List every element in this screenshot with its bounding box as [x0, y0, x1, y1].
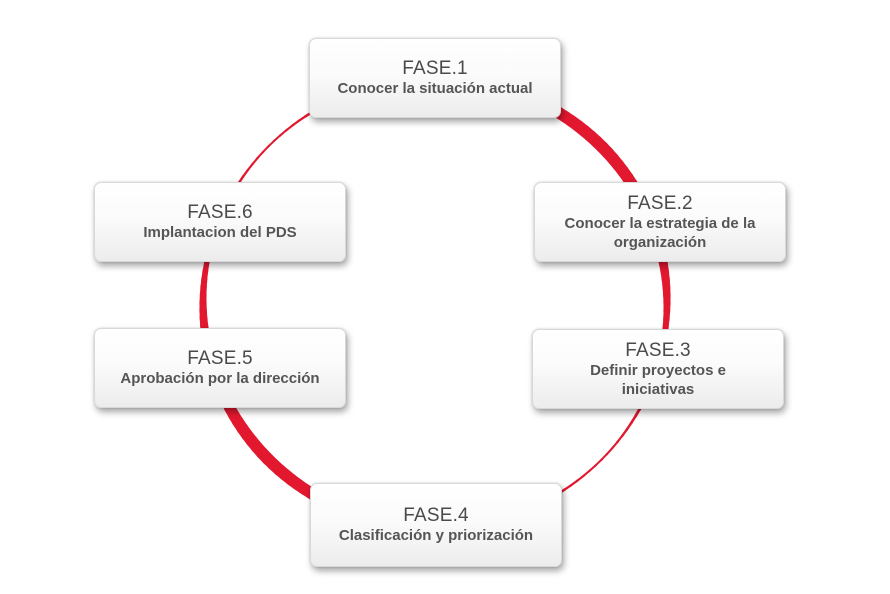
- phase-2-title: FASE.2: [627, 192, 693, 214]
- phase-4-title: FASE.4: [403, 505, 469, 526]
- phase-5-box: FASE.5 Aprobación por la dirección: [94, 328, 346, 408]
- phase-2-description: Conocer la estrategia de la organización: [564, 214, 756, 251]
- phase-1-box: FASE.1 Conocer la situación actual: [309, 38, 561, 118]
- phase-4-box: FASE.4 Clasificación y priorización: [310, 483, 562, 567]
- phase-1-title: FASE.1: [402, 58, 468, 79]
- phase-3-title: FASE.3: [625, 339, 691, 361]
- phase-4-description: Clasificación y priorización: [338, 527, 534, 544]
- phase-2-box: FASE.2 Conocer la estrategia de la organ…: [534, 182, 786, 262]
- phase-5-description: Aprobación por la dirección: [120, 370, 320, 387]
- phase-5-title: FASE.5: [187, 348, 253, 369]
- phase-6-box: FASE.6 Implantacion del PDS: [94, 182, 346, 262]
- phase-1-description: Conocer la situación actual: [337, 80, 533, 97]
- phase-3-box: FASE.3 Definir proyectos e iniciativas: [532, 329, 784, 409]
- phase-6-description: Implantacion del PDS: [143, 224, 297, 241]
- phase-6-title: FASE.6: [187, 202, 253, 223]
- phase-3-description: Definir proyectos e iniciativas: [590, 361, 726, 398]
